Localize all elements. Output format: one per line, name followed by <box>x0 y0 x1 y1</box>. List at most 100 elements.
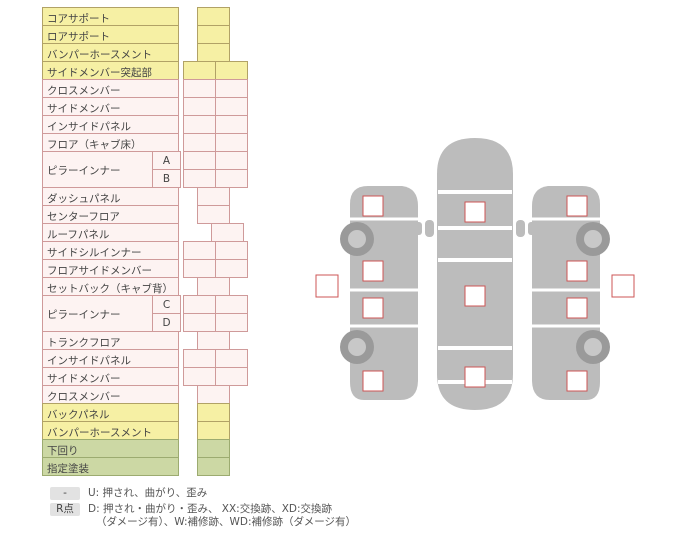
legend-row: -U: 押され、曲がり、歪み <box>50 487 356 501</box>
part-row: サイドメンバー突起部 <box>42 61 297 80</box>
part-label: ダッシュパネル <box>42 187 179 206</box>
part-sublabel: A <box>152 151 181 170</box>
legend-line: （ダメージ有）、W:補修跡、WD:補修跡（ダメージ有） <box>96 516 357 528</box>
part-row: バンパーホースメント <box>42 43 297 62</box>
wheel-hub-icon <box>348 338 366 356</box>
check-cell[interactable] <box>183 169 216 188</box>
part-row: インサイドパネル <box>42 115 297 134</box>
check-cell[interactable] <box>183 313 216 332</box>
mirror-icon <box>414 222 422 235</box>
legend-text: U: 押され、曲がり、歪み <box>88 487 207 501</box>
car-side-view-left <box>350 186 422 400</box>
check-cell[interactable] <box>215 241 248 260</box>
damage-marker[interactable] <box>566 297 588 319</box>
check-cell[interactable] <box>183 295 216 314</box>
check-cell[interactable] <box>211 223 244 242</box>
part-label: 下回り <box>42 439 179 458</box>
check-cell[interactable] <box>183 115 216 134</box>
part-label: コアサポート <box>42 7 179 26</box>
part-row: コアサポート <box>42 7 297 26</box>
part-label: フロアサイドメンバー <box>42 259 179 278</box>
part-row: センターフロア <box>42 205 297 224</box>
damage-marker[interactable] <box>566 195 588 217</box>
check-cell[interactable] <box>197 187 230 206</box>
check-cell[interactable] <box>183 241 216 260</box>
legend-key: - <box>50 487 80 500</box>
check-cell[interactable] <box>183 133 216 152</box>
check-cell[interactable] <box>183 367 216 386</box>
check-cell[interactable] <box>197 43 230 62</box>
check-cell[interactable] <box>215 349 248 368</box>
check-cell[interactable] <box>197 205 230 224</box>
check-cell[interactable] <box>183 349 216 368</box>
mirror-icon <box>528 222 536 235</box>
wheel-group <box>340 222 610 364</box>
part-row: サイドメンバー <box>42 367 297 386</box>
check-cell[interactable] <box>197 439 230 458</box>
check-cell[interactable] <box>183 97 216 116</box>
wheel-hub-icon <box>584 338 602 356</box>
check-cell[interactable] <box>215 115 248 134</box>
part-label: サイドメンバー突起部 <box>42 61 179 80</box>
damage-marker[interactable] <box>566 370 588 392</box>
check-cell[interactable] <box>215 79 248 98</box>
check-cell[interactable] <box>215 61 248 80</box>
panel-divider-lines <box>532 217 600 328</box>
damage-marker[interactable] <box>566 260 588 282</box>
damage-marker[interactable] <box>362 297 384 319</box>
damage-marker[interactable] <box>464 366 486 388</box>
legend-line: D: 押され・曲がり・歪み、 XX:交換跡、XD:交換跡 <box>88 502 333 515</box>
check-cell[interactable] <box>215 133 248 152</box>
part-label: バンパーホースメント <box>42 421 179 440</box>
part-label: フロア（キャブ床） <box>42 133 179 152</box>
check-cell[interactable] <box>183 259 216 278</box>
check-cell[interactable] <box>197 331 230 350</box>
part-row: サイドシルインナー <box>42 241 297 260</box>
part-row: インサイドパネル <box>42 349 297 368</box>
car-diagram <box>315 138 635 410</box>
damage-marker[interactable] <box>362 260 384 282</box>
marker-group <box>315 195 635 392</box>
damage-marker[interactable] <box>362 195 384 217</box>
part-row: フロア（キャブ床） <box>42 133 297 152</box>
part-label: サイドメンバー <box>42 97 179 116</box>
check-cell[interactable] <box>183 61 216 80</box>
damage-marker[interactable] <box>611 274 635 298</box>
damage-marker[interactable] <box>315 274 339 298</box>
check-cell[interactable] <box>215 295 248 314</box>
part-row: 下回り <box>42 439 297 458</box>
part-label: 指定塗装 <box>42 457 179 476</box>
check-cell[interactable] <box>197 421 230 440</box>
check-cell[interactable] <box>215 97 248 116</box>
part-label: クロスメンバー <box>42 385 179 404</box>
check-cell[interactable] <box>215 259 248 278</box>
check-cell[interactable] <box>183 79 216 98</box>
damage-marker[interactable] <box>362 370 384 392</box>
check-cell[interactable] <box>197 403 230 422</box>
car-side-view-right <box>528 186 600 400</box>
check-cell[interactable] <box>197 385 230 404</box>
check-cell[interactable] <box>197 277 230 296</box>
check-cell[interactable] <box>215 169 248 188</box>
check-cell[interactable] <box>197 457 230 476</box>
check-cell[interactable] <box>215 151 248 170</box>
right-mirror-icon <box>516 220 525 237</box>
wheel-hub-icon <box>584 230 602 248</box>
part-row: フロアサイドメンバー <box>42 259 297 278</box>
check-cell[interactable] <box>215 313 248 332</box>
check-cell[interactable] <box>197 25 230 44</box>
damage-marker[interactable] <box>464 201 486 223</box>
part-label: サイドシルインナー <box>42 241 179 260</box>
part-label: ピラーインナー <box>42 295 153 332</box>
part-label: サイドメンバー <box>42 367 179 386</box>
damage-marker[interactable] <box>464 285 486 307</box>
check-cell[interactable] <box>183 151 216 170</box>
check-cell[interactable] <box>197 7 230 26</box>
part-label: クロスメンバー <box>42 79 179 98</box>
check-cell[interactable] <box>215 367 248 386</box>
part-row: ルーフパネル <box>42 223 297 242</box>
